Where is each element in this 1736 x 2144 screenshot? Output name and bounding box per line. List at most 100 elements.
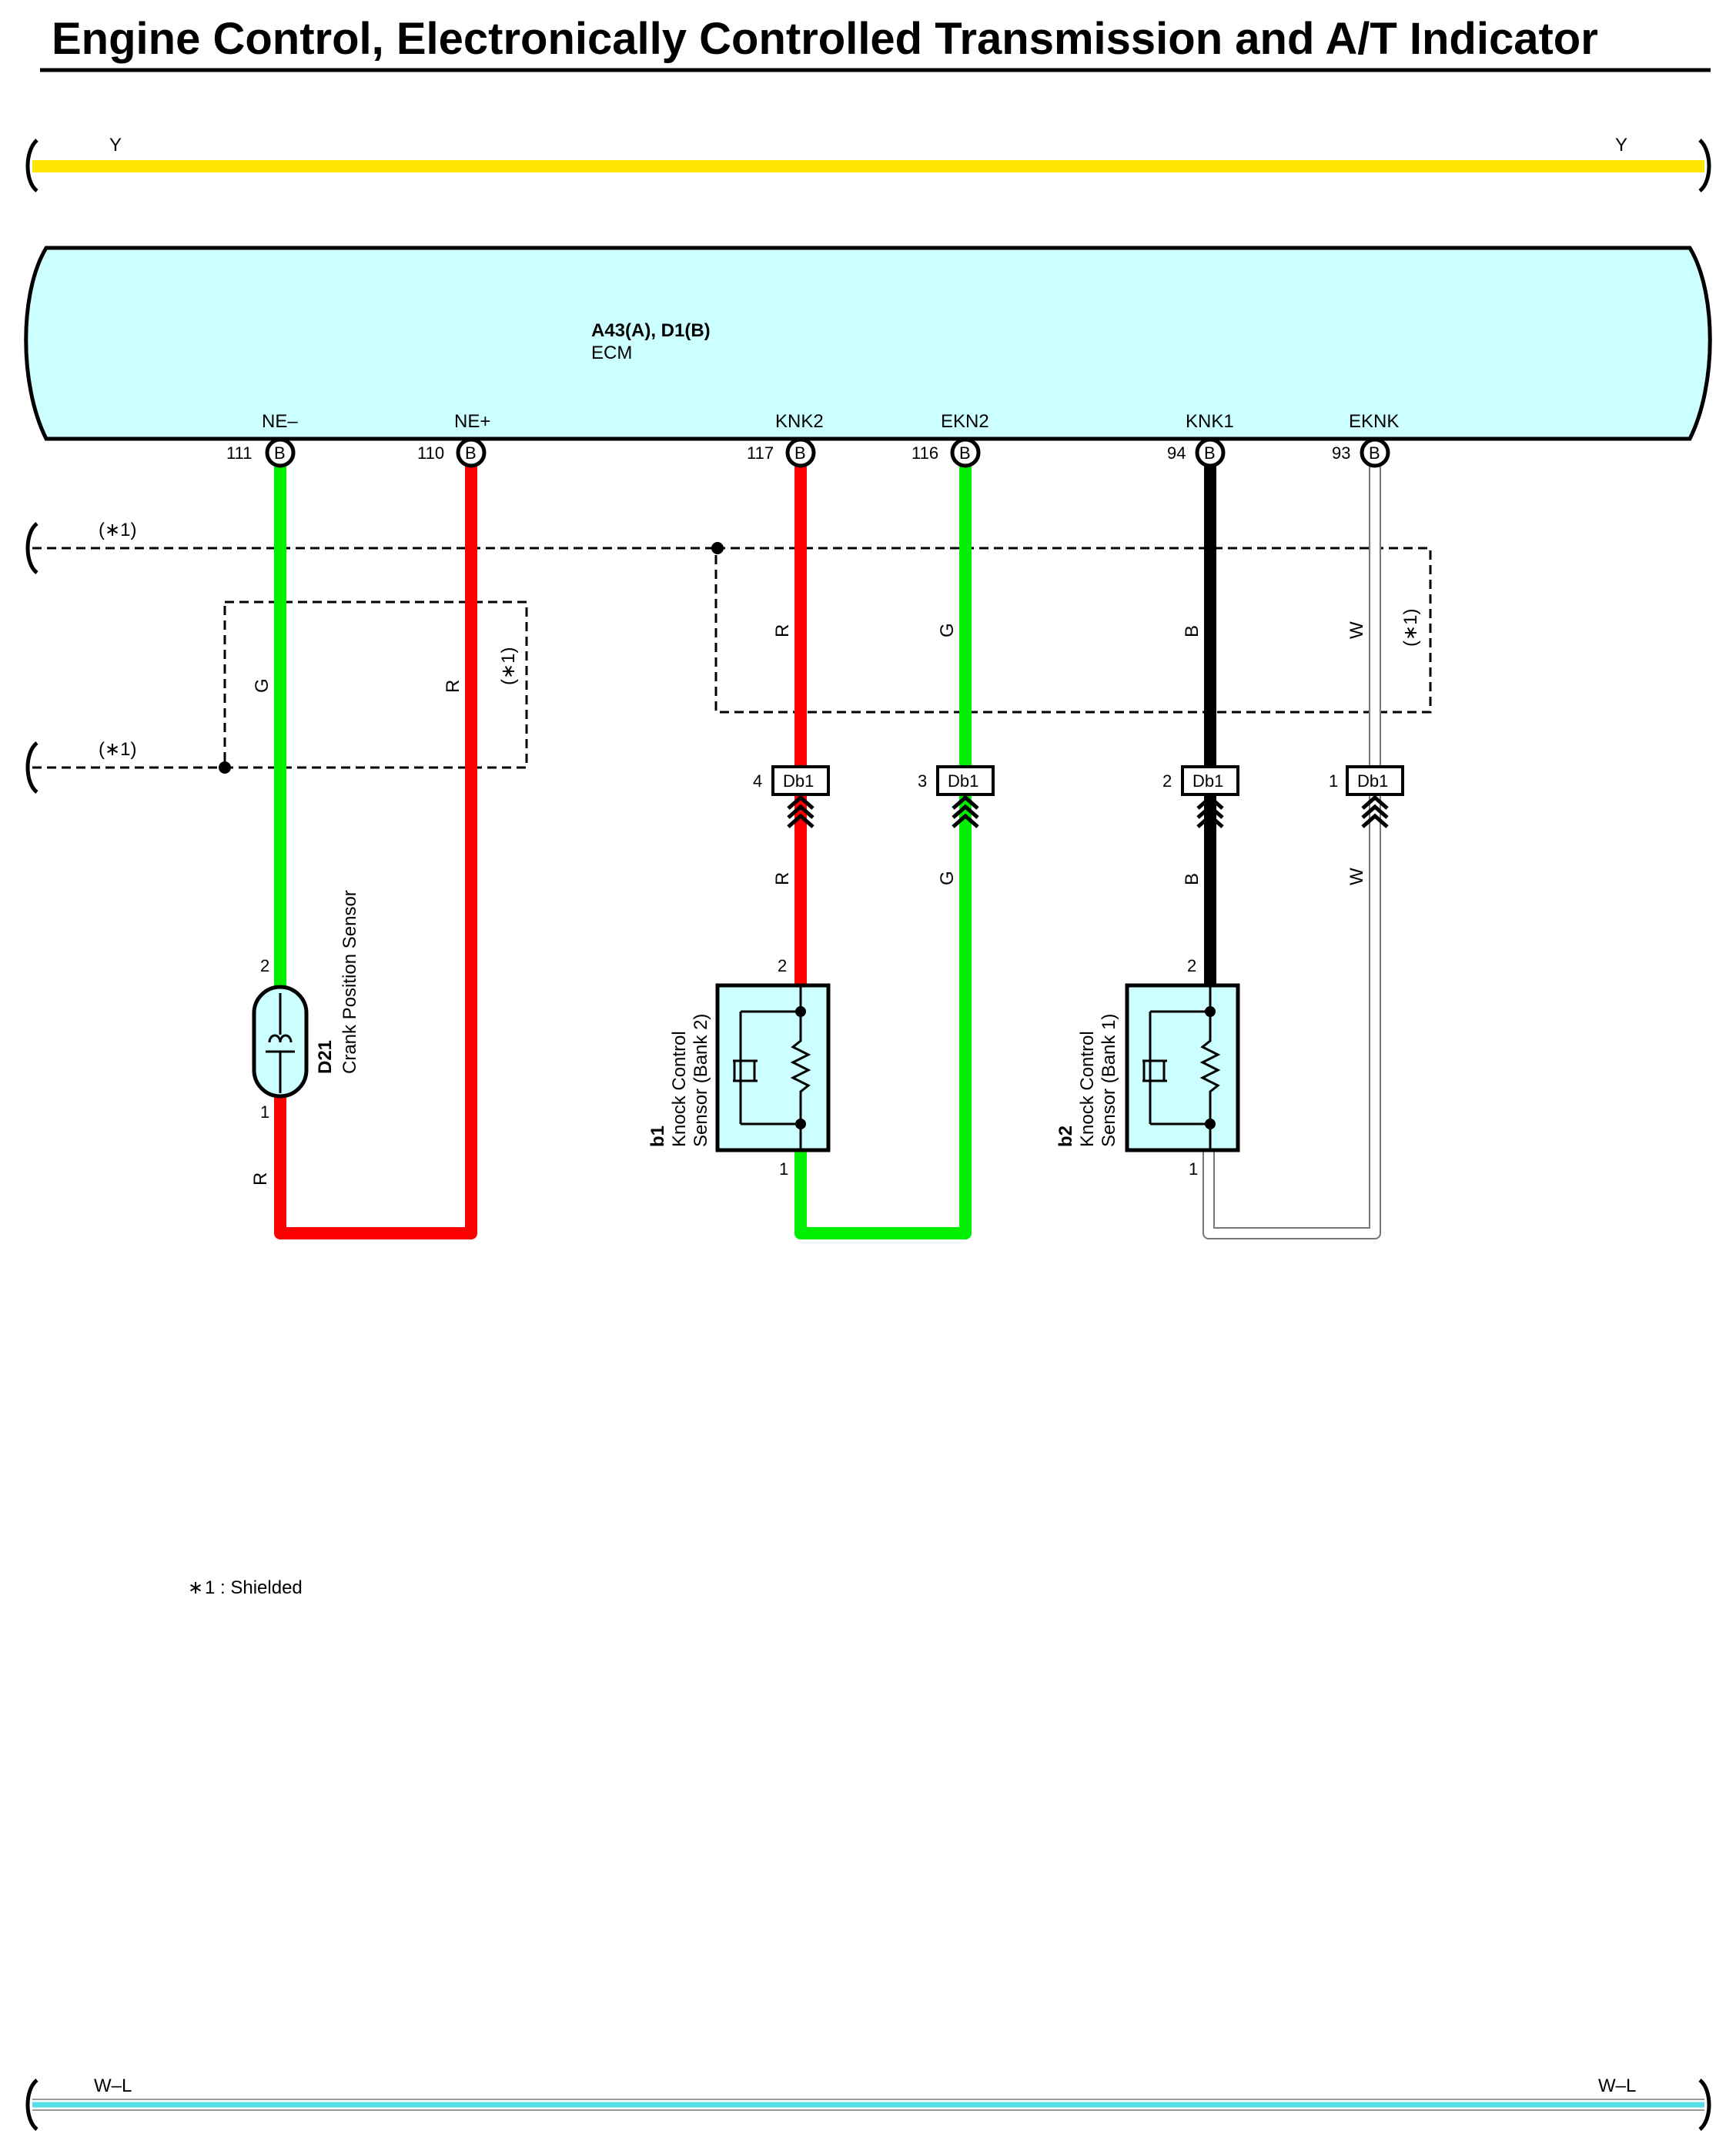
bottom-bus-label-left: W–L: [94, 2075, 132, 2096]
wire-color-label: R: [772, 872, 793, 885]
pin-name: EKN2: [941, 411, 989, 432]
connector-code: Db1: [1357, 771, 1388, 791]
pin-number: 116: [911, 443, 938, 463]
pin-name: NE+: [454, 411, 490, 432]
connector-arrow-icon: [1361, 794, 1389, 828]
wire-color-label: W: [1346, 868, 1367, 885]
pin-number: 111: [226, 443, 252, 463]
ecm-pin-ekn2: EKN2 116 B: [911, 411, 989, 468]
shield-label-crank-box: (∗1): [498, 647, 519, 685]
shield-label-knock-box: (∗1): [1400, 609, 1421, 647]
sensor-code: b2: [1055, 1126, 1076, 1147]
connector-pin: 2: [1162, 771, 1172, 791]
shield-lines: [32, 547, 1432, 769]
sensor-pin: 1: [779, 1159, 788, 1179]
sensor-pin: 2: [260, 956, 269, 975]
wire-ne-plus: [274, 462, 477, 1239]
connector-db1-pin3: 3 Db1: [918, 765, 995, 828]
connector-pin: 4: [753, 771, 762, 791]
pin-name: KNK1: [1186, 411, 1234, 432]
ecm-pin-eknk: EKNK 93 B: [1332, 411, 1399, 468]
pin-connector: B: [465, 443, 477, 463]
ecm-code: A43(A), D1(B): [591, 320, 711, 341]
ecm-name: ECM: [591, 343, 632, 363]
connector-db1-pin4: 4 Db1: [753, 765, 830, 828]
sensor-body: [1125, 983, 1240, 1152]
connector-pin: 1: [1329, 771, 1338, 791]
pin-connector: B: [274, 443, 286, 463]
sensor-pin: 1: [1189, 1159, 1198, 1179]
pin-connector: B: [1369, 443, 1380, 463]
connector-arrow-icon: [1196, 794, 1224, 828]
connector-code: Db1: [783, 771, 814, 791]
wire-eknk: [1204, 463, 1380, 1238]
pin-connector: B: [1204, 443, 1216, 463]
sensor-pin: 2: [778, 956, 787, 975]
connector-code: Db1: [948, 771, 978, 791]
wires: [274, 462, 1381, 1239]
ecm-pin-ne-minus: NE– 111 B: [226, 411, 298, 468]
footnote-text: 1 : Shielded: [205, 1577, 303, 1598]
db1-connectors: 4 Db1 3 Db1 2 Db1 1 Db1: [753, 765, 1404, 828]
sensor-name: Sensor (Bank 1): [1099, 1014, 1119, 1147]
sensor-pin: 2: [1187, 956, 1196, 975]
sensor-name: Knock Control: [669, 1031, 690, 1147]
top-bus-label-left: Y: [109, 135, 122, 156]
piezo-element-icon: [733, 985, 811, 1150]
wire-color-label: G: [937, 871, 958, 885]
knock-sensor-bank2: 2 1 b1 Knock Control Sensor (Bank 2): [647, 956, 831, 1179]
sensor-body: [715, 983, 831, 1152]
pin-name: NE–: [262, 411, 298, 432]
ecm-pins: NE– 111 B NE+ 110 B KNK2 117 B EKN2 116 …: [226, 411, 1399, 468]
sensor-name: Crank Position Sensor: [340, 890, 360, 1074]
pin-number: 94: [1167, 443, 1186, 463]
wire-ekn2: [794, 462, 972, 1239]
shield-junction-dot: [711, 542, 724, 554]
wire-color-label: R: [250, 1172, 271, 1186]
pin-number: 110: [417, 443, 444, 463]
shield-markers: (∗1) (∗1) (∗1) (∗1): [25, 520, 1421, 794]
ecm-pin-knk1: KNK1 94 B: [1167, 411, 1234, 468]
knock-sensor-bank1: 2 1 b2 Knock Control Sensor (Bank 1): [1055, 956, 1240, 1179]
top-bus-label-right: Y: [1615, 135, 1627, 156]
wire-color-label: B: [1182, 873, 1202, 885]
sensor-code: b1: [647, 1126, 668, 1147]
wire-color-labels: G R R G B W R G B W R: [250, 621, 1367, 1186]
pin-connector: B: [794, 443, 806, 463]
ecm-body: [24, 246, 1712, 441]
connector-pin: 3: [918, 771, 927, 791]
sensor-name: Knock Control: [1077, 1031, 1098, 1147]
sensor-pin: 1: [260, 1102, 269, 1122]
shield-label-left-upper: (∗1): [99, 520, 136, 540]
ecm-pin-knk2: KNK2 117 B: [747, 411, 824, 468]
connector-db1-pin2: 2 Db1: [1162, 765, 1239, 828]
wire-color-label: R: [772, 624, 793, 637]
crank-position-sensor: 2 1 D21 Crank Position Sensor: [252, 890, 360, 1122]
coil-icon: [268, 1034, 293, 1043]
bottom-bus: W–L W–L: [25, 2075, 1711, 2131]
pin-name: KNK2: [775, 411, 824, 432]
wire-color-label: B: [1182, 625, 1202, 637]
connector-code: Db1: [1192, 771, 1223, 791]
pin-number: 117: [747, 443, 774, 463]
ecm-block: A43(A), D1(B) ECM: [24, 246, 1712, 441]
sensor-code: D21: [315, 1040, 336, 1074]
footnote: ∗ 1 : Shielded: [188, 1577, 303, 1598]
pin-number: 93: [1332, 443, 1350, 463]
top-bus: Y Y: [25, 135, 1711, 192]
connector-db1-pin1: 1 Db1: [1329, 765, 1404, 828]
wire-color-label: G: [937, 623, 958, 637]
shield-label-left-lower: (∗1): [99, 739, 136, 760]
connector-arrow-icon: [952, 794, 979, 828]
ecm-pin-ne-plus: NE+ 110 B: [417, 411, 490, 468]
pin-connector: B: [959, 443, 971, 463]
shield-junction-dot: [219, 761, 231, 774]
wire-color-label: R: [443, 680, 463, 693]
footnote-mark: ∗: [188, 1577, 203, 1598]
wire-color-label: W: [1346, 621, 1367, 639]
connector-arrow-icon: [787, 794, 814, 828]
diagram-title: Engine Control, Electronically Controlle…: [52, 14, 1598, 64]
wire-color-label: G: [252, 678, 273, 693]
bottom-bus-label-right: W–L: [1598, 2075, 1636, 2096]
